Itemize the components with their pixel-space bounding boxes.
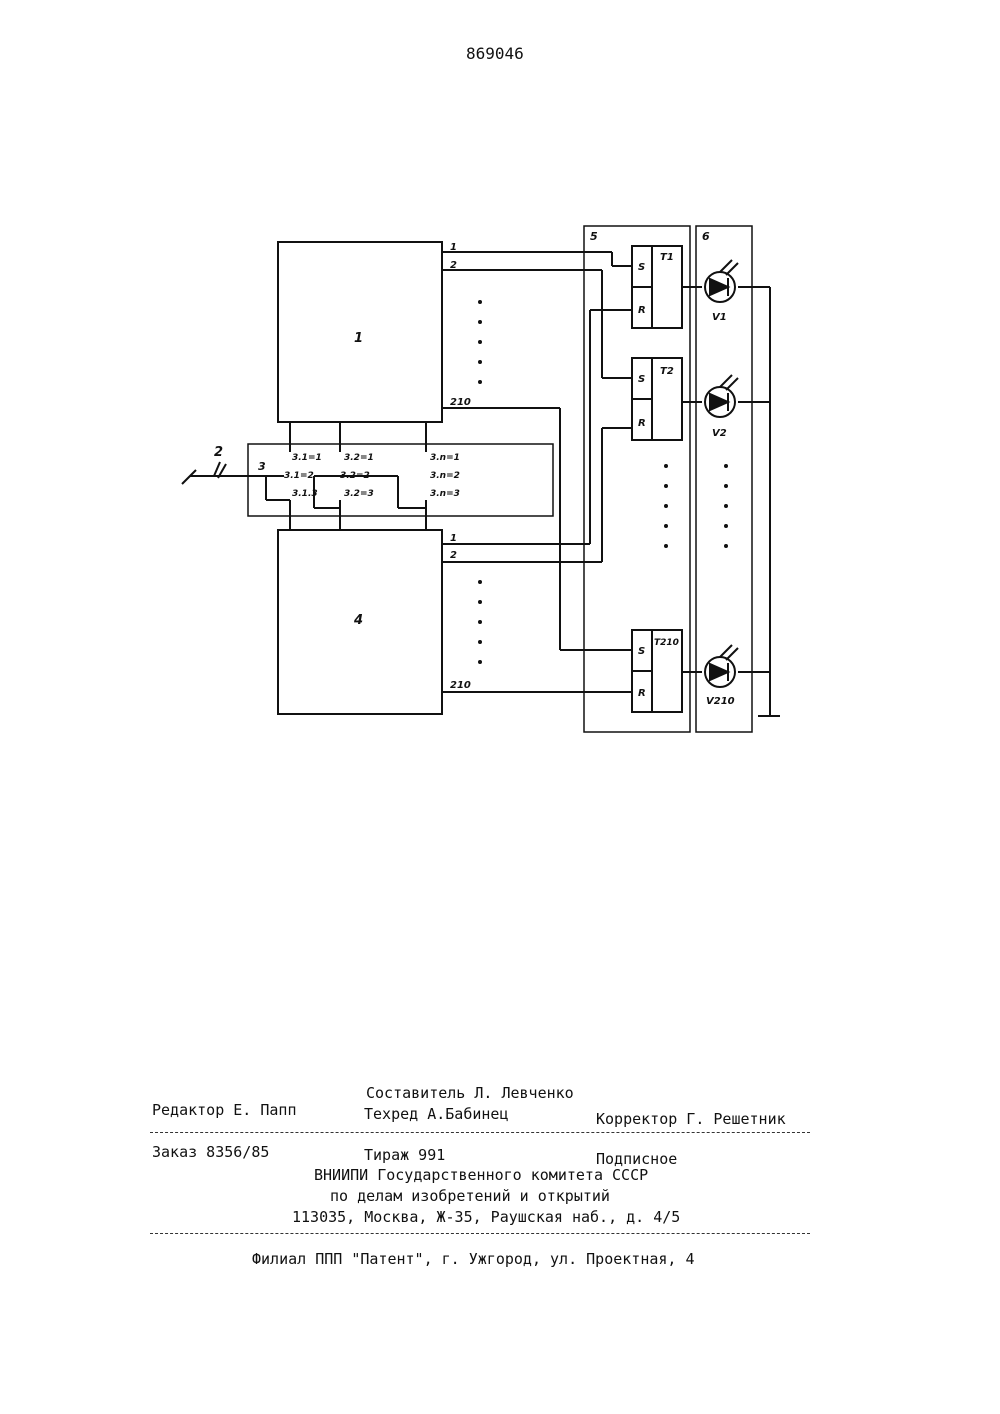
circulation: Тираж 991: [364, 1146, 445, 1164]
switch-label: 2: [214, 445, 223, 460]
output-210-top: 210: [450, 397, 471, 408]
org-line-1: ВНИИПИ Государственного комитета СССР: [314, 1166, 648, 1184]
output-2-bottom: 2: [450, 550, 457, 561]
corrector: Корректор Г. Решетник: [596, 1110, 786, 1128]
contact-3-n-3: 3.n=3: [430, 489, 460, 499]
contact-3-n-1: 3.n=1: [430, 453, 460, 463]
order: Заказ 8356/85: [152, 1143, 269, 1161]
contact-3-2-1: 3.2=1: [344, 453, 374, 463]
address: 113035, Москва, Ж-35, Раушская наб., д. …: [292, 1208, 680, 1226]
trigger-t210-label: T210: [654, 638, 679, 648]
register-block-frame: [584, 226, 690, 732]
contact-3-1-3: 3.1.3: [292, 489, 318, 499]
contact-3-1-1: 3.1=1: [292, 453, 322, 463]
trigger-t2-s: S: [638, 374, 645, 385]
contact-3-1-2: 3.1=2: [284, 471, 314, 481]
trigger-t210-r: R: [638, 688, 646, 699]
led-v2-label: V2: [712, 428, 727, 439]
separator-2: [150, 1233, 810, 1234]
separator-1: [150, 1132, 810, 1133]
editor: Редактор Е. Папп: [152, 1101, 297, 1119]
trigger-t1-s: S: [638, 262, 645, 273]
block-4-label: 4: [353, 613, 363, 628]
techred: Техред А.Бабинец: [364, 1105, 509, 1123]
trigger-t2-label: T2: [660, 366, 674, 377]
org-line-2: по делам изобретений и открытий: [330, 1187, 610, 1205]
output-2-top: 2: [450, 260, 457, 271]
trigger-t2-r: R: [638, 418, 646, 429]
output-1-top: 1: [450, 242, 457, 253]
switch-group-label: 3: [258, 460, 266, 473]
output-1-bottom: 1: [450, 533, 457, 544]
trigger-t1-r: R: [638, 305, 646, 316]
indicator-label: 6: [702, 230, 710, 243]
block-1-label: 1: [354, 331, 363, 346]
contact-3-2-2: 3.2=2: [340, 471, 370, 481]
led-v1-label: V1: [712, 312, 727, 323]
led-v210-label: V210: [706, 696, 735, 707]
contact-3-n-2: 3.n=2: [430, 471, 460, 481]
branch: Филиал ППП "Патент", г. Ужгород, ул. Про…: [252, 1250, 695, 1268]
output-210-bottom: 210: [450, 680, 471, 691]
trigger-t210-s: S: [638, 646, 645, 657]
contact-3-2-3: 3.2=3: [344, 489, 374, 499]
composer: Составитель Л. Левченко: [366, 1084, 574, 1102]
register-label: 5: [590, 230, 598, 243]
circuit-diagram: 1 4 2 3 5 6 1 2 210 1 2 210 3.1=1 3.1=2 …: [0, 0, 1000, 800]
trigger-t1-label: T1: [660, 252, 674, 263]
